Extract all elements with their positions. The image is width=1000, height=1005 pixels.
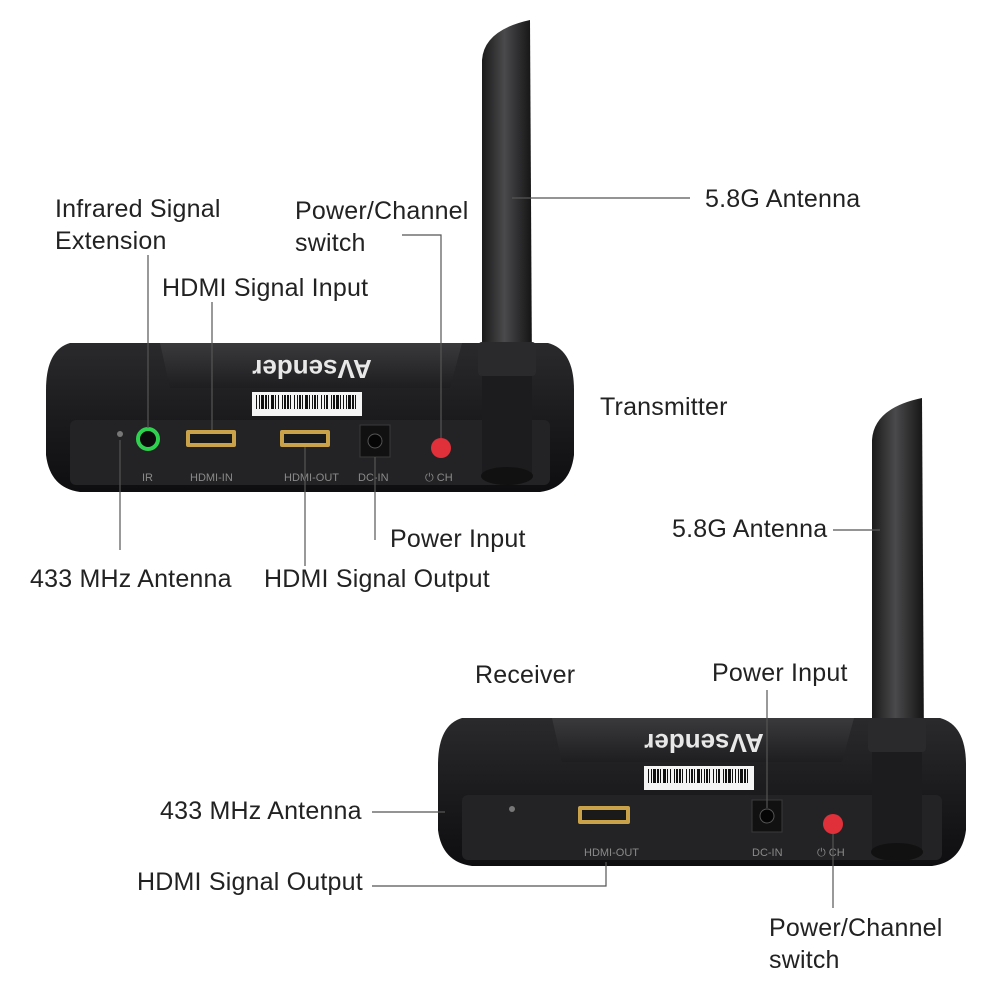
receiver-top-panel [552,718,854,762]
receiver-433mhz-antenna-hole [509,806,515,812]
receiver-brand-logo: AVsender [644,728,763,758]
label-ir-extension-line2: Extension [55,227,167,255]
transmitter-port-label-ir: IR [142,472,153,484]
receiver-hdmi-out-port [578,806,630,824]
transmitter-brand-logo: AVsender [252,354,371,384]
transmitter-dc-in-port [359,424,391,458]
receiver-front-panel [462,795,942,860]
receiver-port-label-hdmi-out: HDMI-OUT [584,847,639,859]
transmitter-433mhz-antenna-hole [117,431,123,437]
label-hdmi-input: HDMI Signal Input [162,274,369,302]
label-ir-extension-line1: Infrared Signal [55,195,221,223]
label-power-channel-tx-line1: Power/Channel [295,197,469,225]
transmitter-58g-antenna [478,20,536,485]
receiver-port-label-ch: ⏻ CH [817,847,845,859]
receiver-58g-antenna [868,398,926,861]
transmitter-barcode-sticker [252,392,362,416]
label-receiver-title: Receiver [475,661,576,689]
transmitter-ir-port [136,427,160,451]
label-58g-antenna-tx: 5.8G Antenna [705,185,861,213]
label-power-channel-tx-line2: switch [295,229,366,257]
label-transmitter-title: Transmitter [600,393,728,421]
receiver-barcode-sticker [644,766,754,790]
leader-lines [119,197,880,908]
label-433mhz-rx: 433 MHz Antenna [160,797,362,825]
transmitter-port-label-hdmi-out: HDMI-OUT [284,472,339,484]
label-power-channel-rx-line1: Power/Channel [769,914,943,942]
receiver-device: AVsender HDMI-OUT DC-IN ⏻ CH [438,398,966,866]
label-58g-antenna-rx: 5.8G Antenna [672,515,828,543]
receiver-power-button [823,814,843,834]
label-power-input-rx: Power Input [712,659,848,687]
transmitter-top-panel [160,343,462,388]
leader-power-channel-tx [402,234,442,438]
label-hdmi-output-rx: HDMI Signal Output [137,868,363,896]
transmitter-hdmi-in-port [186,430,236,447]
receiver-port-label-dc-in: DC-IN [752,847,783,859]
transmitter-device: AVsender IR HDMI-IN HDMI-OUT DC-IN ⏻ CH [46,20,574,492]
transmitter-hdmi-out-port [280,430,330,447]
transmitter-port-label-dc-in: DC-IN [358,472,389,484]
label-power-input-tx: Power Input [390,525,526,553]
label-433mhz-tx: 433 MHz Antenna [30,565,232,593]
transmitter-power-button [431,438,451,458]
label-hdmi-output-tx: HDMI Signal Output [264,565,490,593]
leader-hdmi-output-rx [372,862,607,887]
label-power-channel-rx-line2: switch [769,946,840,974]
transmitter-port-label-hdmi-in: HDMI-IN [190,472,233,484]
transmitter-port-label-ch: ⏻ CH [425,472,453,484]
